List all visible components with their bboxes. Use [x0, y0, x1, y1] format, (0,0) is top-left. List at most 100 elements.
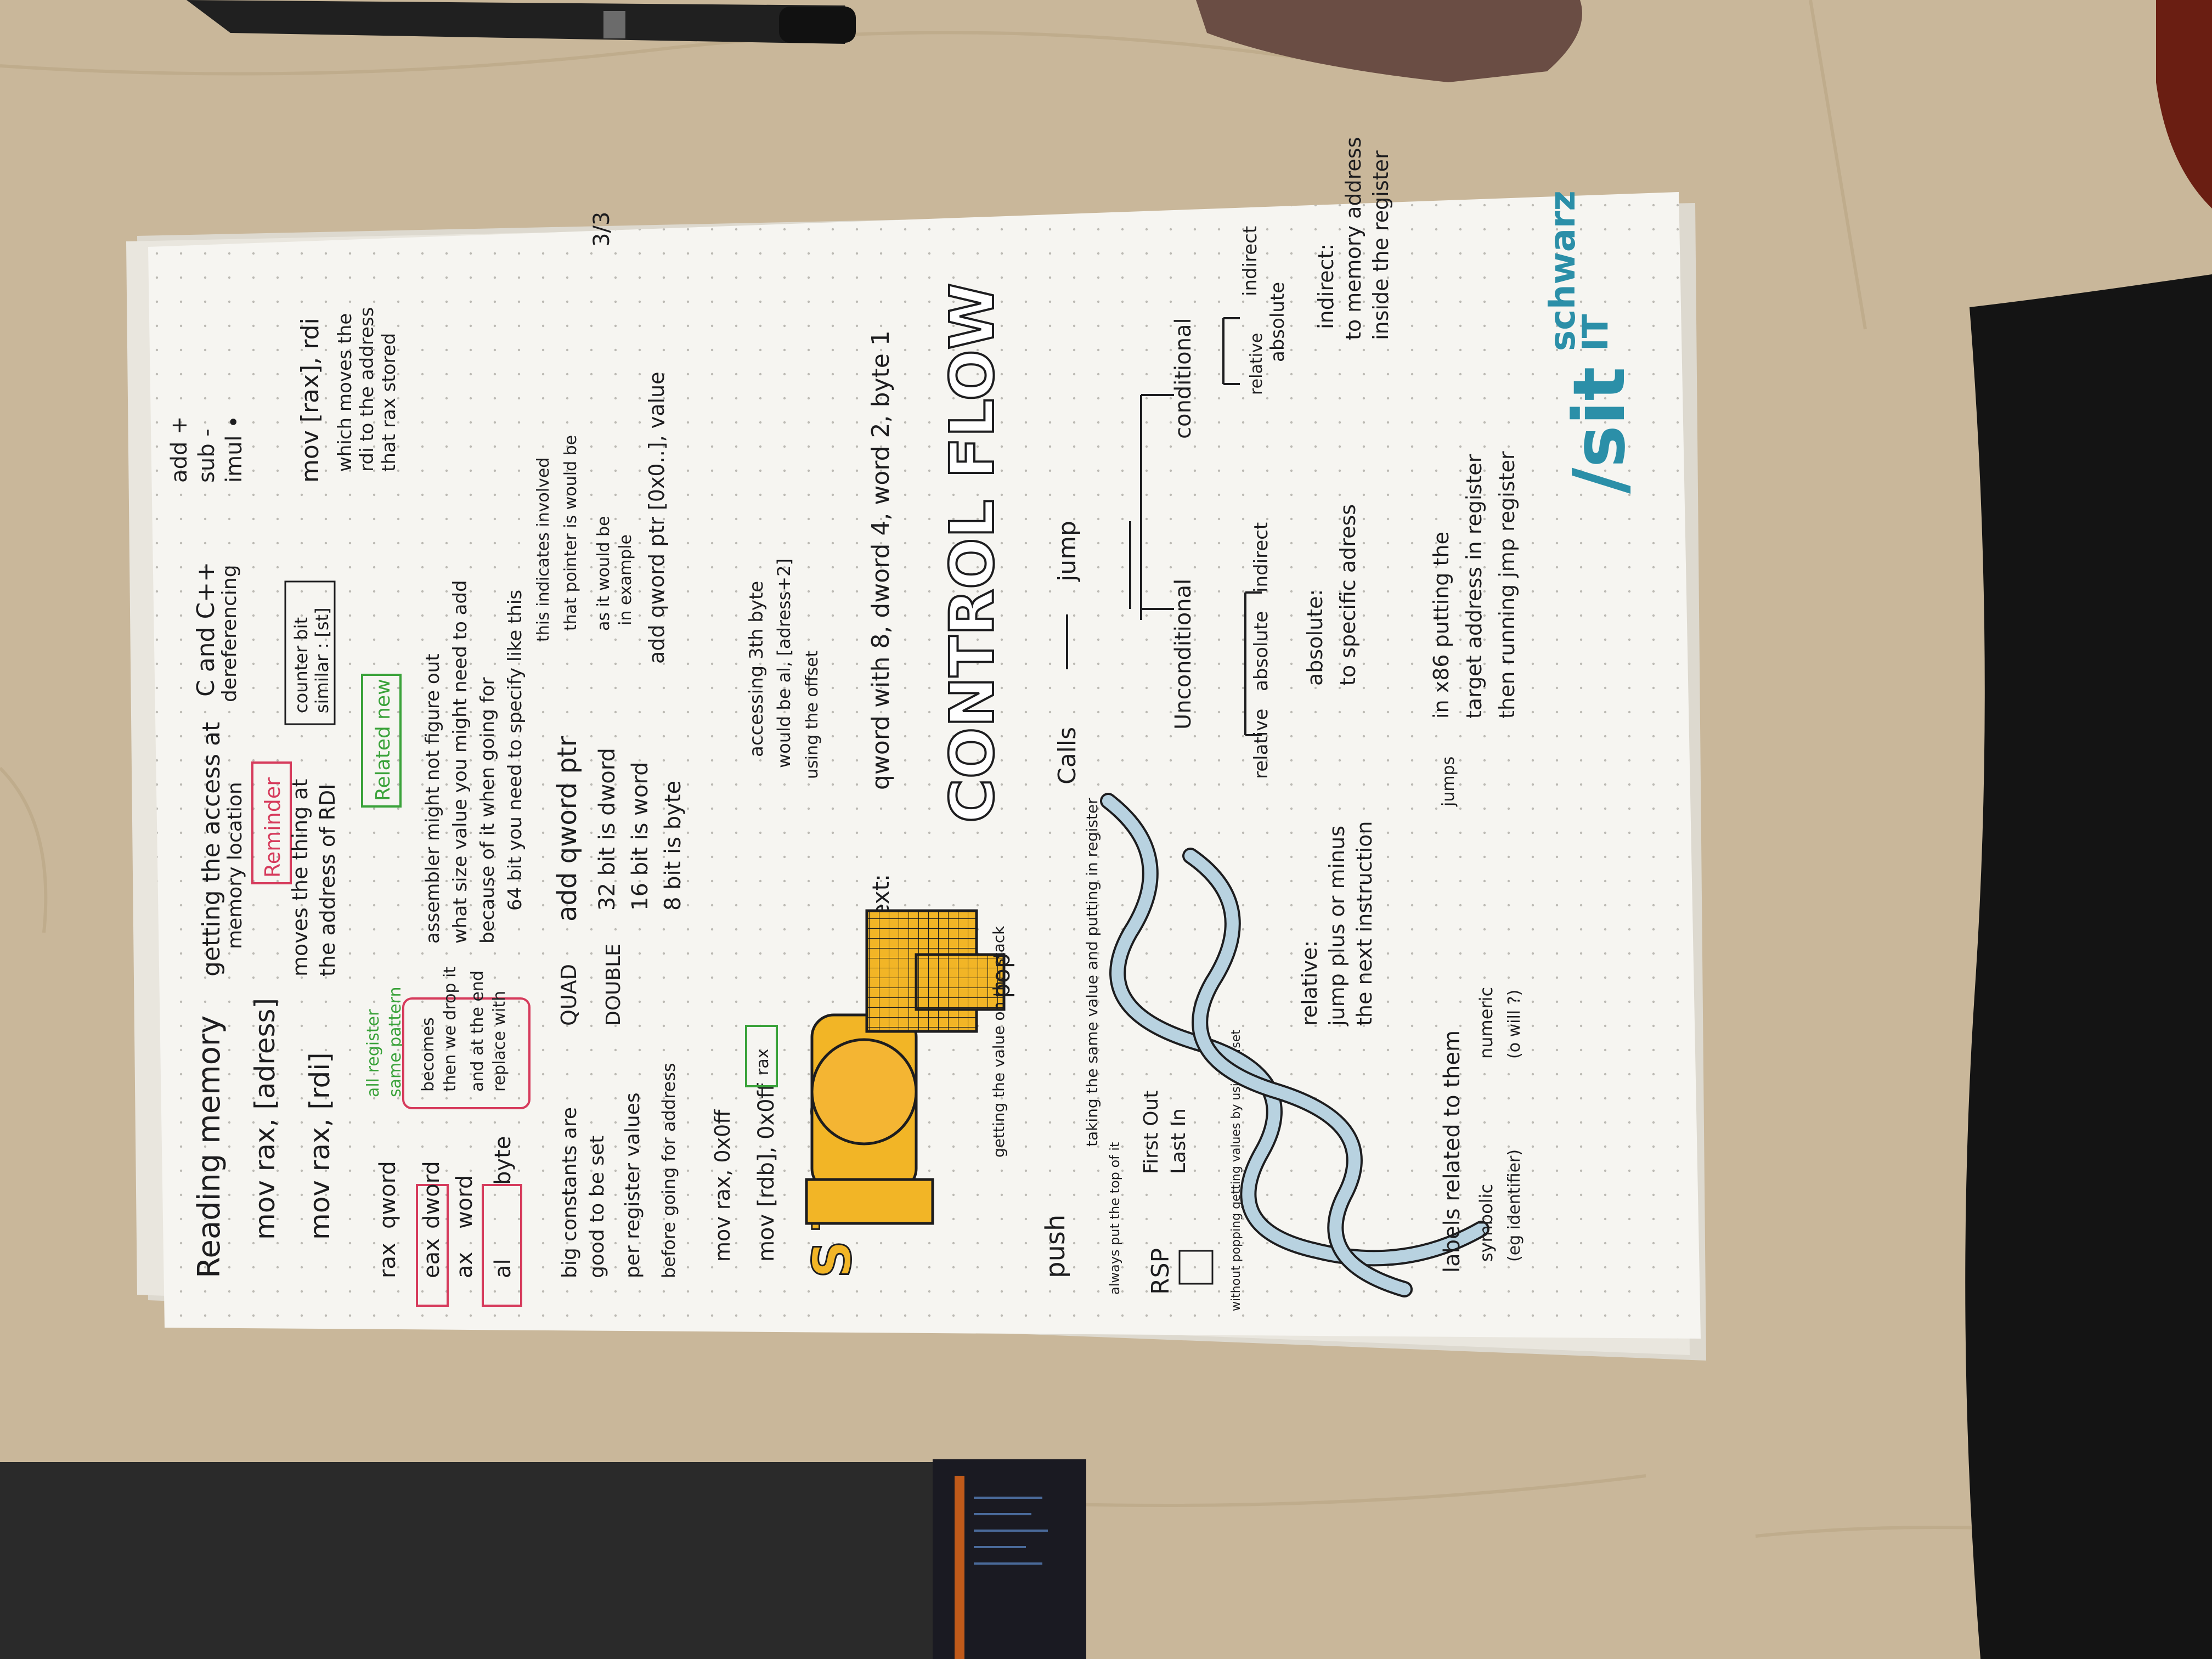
related-new-box	[361, 674, 402, 808]
reg-byte: byte	[490, 1136, 516, 1185]
note-8bit: 8 bit is byte	[661, 781, 686, 911]
note-target-address: target address in register	[1462, 454, 1486, 719]
counter-bit-box	[284, 580, 336, 725]
note-taking: taking the same value and putting in reg…	[1083, 798, 1101, 1147]
note-mov-rax-ox: mov rax, 0x0ff	[710, 1109, 735, 1262]
reg-eax: eax	[419, 1238, 444, 1278]
note-all-register: all register	[364, 1009, 383, 1097]
note-in-x86: in x86 putting the	[1429, 532, 1453, 719]
note-rdi-to-address: rdi to the address	[356, 307, 378, 472]
note-per-register: per register values	[622, 1092, 644, 1278]
note-jump: jump	[1053, 521, 1081, 582]
note-that-pointer: that pointer is would be	[561, 435, 580, 631]
note-add: add +	[167, 416, 192, 483]
note-symbolic: symbolic	[1476, 1184, 1497, 1262]
pattern-box	[402, 997, 531, 1109]
note-as-it: as it would be	[594, 516, 613, 631]
sit-logo: /sit schwarz IT	[1543, 190, 1641, 494]
note-related-new: Related new	[372, 679, 394, 801]
note-good-to-be-set: good to be set	[586, 1136, 608, 1278]
reg-al: al	[490, 1259, 516, 1278]
note-replace-with: replace with	[490, 991, 509, 1092]
note-and-rax: rax	[753, 1049, 772, 1075]
note-double: DOUBLE	[602, 944, 625, 1026]
note-mov-rax-rdi-store: mov [rax], rdi	[296, 318, 324, 483]
reg-dword: dword	[419, 1161, 444, 1229]
note-32bit: 32 bit is dword	[595, 748, 620, 911]
note-mov-rdb: mov [rdb], 0x0ff	[754, 1082, 779, 1262]
note-indirect-desc2: to memory address	[1341, 137, 1365, 340]
note-labels: labels related to them	[1440, 1030, 1465, 1273]
note-eg-identifier: (eg identifier)	[1505, 1149, 1524, 1262]
page-dots	[148, 192, 1701, 1339]
note-sizes: qword with 8, dword 4, word 2, byte 1	[867, 330, 895, 790]
note-and-at-end: and at the end	[468, 970, 487, 1092]
river-doodle	[1100, 793, 1489, 1297]
note-mov-rax-address: mov rax, [adress]	[249, 998, 281, 1240]
note-absolute-1: absolute	[1250, 611, 1272, 691]
note-becomes: becomes	[419, 1017, 438, 1092]
note-mov-rax-rdi: mov rax, [rdi]	[304, 1052, 336, 1240]
note-moves-thing: moves the thing at	[288, 779, 312, 977]
note-dereferencing: dereferencing	[218, 565, 241, 702]
note-which-moves: which moves the	[334, 313, 356, 472]
reminder-box	[251, 761, 292, 884]
note-relative-desc1: relative:	[1297, 940, 1322, 1026]
al-highlight	[482, 1184, 522, 1307]
note-add-qword-ptr: add qword ptr	[552, 736, 583, 922]
note-because-of: because of it when going for	[477, 678, 499, 944]
note-absolute-2: absolute	[1267, 282, 1289, 362]
brown-package	[1196, 0, 1582, 82]
note-using-offset: using the offset	[803, 651, 822, 779]
logo-schwarz: schwarz	[1543, 190, 1583, 351]
reg-ax: ax	[452, 1252, 477, 1278]
note-64bit: 64 bit you need to specify like this	[504, 590, 526, 911]
note-in-example: in example	[616, 534, 635, 625]
note-numeric: numeric	[1476, 987, 1497, 1059]
note-rsp: RSP	[1147, 1248, 1175, 1295]
black-cloth	[1965, 274, 2212, 1659]
note-imul: imul •	[222, 415, 247, 483]
pen-icon	[187, 0, 856, 44]
note-o-will: (o will ?)	[1505, 990, 1524, 1059]
control-flow-title: CONTROL FLOW	[937, 283, 1007, 823]
note-absolute-desc2: to specific adress	[1336, 504, 1360, 686]
note-last-in: Last In	[1167, 1108, 1190, 1174]
rsp-box	[1178, 1250, 1214, 1285]
dark-book	[0, 1459, 1086, 1659]
note-before-going: before going for address	[658, 1063, 679, 1278]
note-then-we-drop: then we drop it	[441, 967, 460, 1092]
handwritten-notes: Reading memory getting the access at mem…	[167, 137, 1524, 1311]
red-chair-edge	[2156, 0, 2212, 208]
note-relative-desc3: the next instruction	[1352, 821, 1376, 1026]
reg-word: word	[452, 1175, 477, 1229]
note-memory-location: memory location	[224, 782, 246, 949]
note-then-running: then running jmp register	[1495, 451, 1519, 719]
note-relative-2: relative	[1247, 333, 1266, 395]
note-always-top: always put the top of it	[1107, 1142, 1122, 1295]
note-conditional: conditional	[1171, 318, 1196, 439]
note-sub: sub -	[194, 428, 219, 483]
note-reminder: Reminder	[261, 777, 285, 878]
note-push: push	[1040, 1215, 1071, 1278]
note-indicates: this indicates involved	[534, 458, 553, 642]
note-indirect-1: indirect	[1250, 522, 1272, 592]
note-indirect-2: indirect	[1239, 226, 1261, 296]
note-relative-desc2: jump plus or minus	[1325, 826, 1349, 1026]
note-pop: pop	[988, 953, 1015, 998]
eax-highlight	[416, 1184, 449, 1307]
note-address-rdi: the address of RDI	[315, 784, 340, 977]
logo-it: IT	[1576, 314, 1616, 351]
reg-qword: qword	[375, 1161, 400, 1229]
note-getting-access: getting the access at	[198, 722, 225, 977]
note-what-size: what size value you might need to add	[449, 580, 471, 944]
note-assembler: assembler might not figure out	[422, 653, 444, 944]
note-16bit: 16 bit is word	[628, 761, 653, 911]
note-absolute-desc1: absolute:	[1303, 589, 1327, 686]
heading-reading-memory: Reading memory	[191, 1015, 227, 1278]
logo-slash-sit: /sit	[1558, 366, 1641, 494]
note-c-cpp: C and C++	[192, 562, 220, 697]
note-unconditional: Unconditional	[1171, 579, 1196, 730]
rax-box	[745, 1025, 778, 1087]
